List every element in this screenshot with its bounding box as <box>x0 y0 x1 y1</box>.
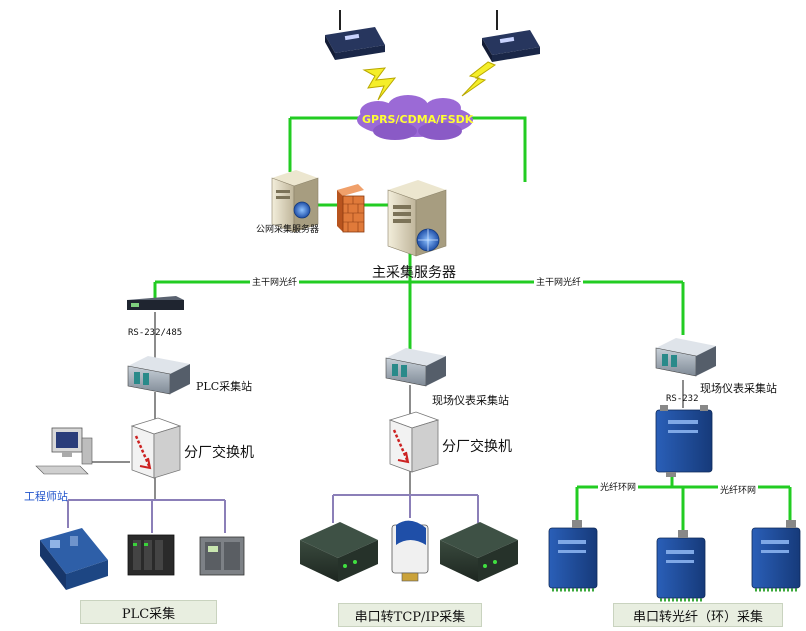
plc-station-label: PLC采集站 <box>196 380 253 393</box>
backbone-left-label: 主干网光纤 <box>250 275 300 288</box>
switch-left-label: 分厂交换机 <box>184 445 254 461</box>
serial-server-device-icon <box>127 296 184 310</box>
cloud-network <box>357 95 473 140</box>
main-server-label: 主采集服务器 <box>372 265 456 281</box>
switch-left-icon <box>130 417 182 479</box>
plc-module-black-icon <box>127 534 175 576</box>
wireless-link-right-icon <box>461 61 497 97</box>
switch-middle-label: 分厂交换机 <box>442 439 512 455</box>
plc-station-icon <box>127 356 190 395</box>
plc-module-gray-icon <box>199 536 245 576</box>
caption-plc: PLC采集 <box>80 600 217 624</box>
backbone-right-label: 主干网光纤 <box>534 275 584 288</box>
cloud-network-label: GPRS/CDMA/FSDK <box>362 113 474 126</box>
public-server-icon <box>271 170 319 233</box>
lan-links <box>67 494 479 533</box>
plc-rack-blue-icon <box>40 528 108 590</box>
firewall-icon <box>337 184 365 233</box>
field-station-middle-icon <box>385 348 446 387</box>
field-station-right-label: 现场仪表采集站 <box>700 382 777 395</box>
switch-middle-icon <box>388 411 440 473</box>
ring-right-label: 光纤环网 <box>718 483 759 496</box>
fiber-converter-top-icon <box>655 405 713 477</box>
engineer-workstation-label: 工程师站 <box>24 490 68 503</box>
engineer-workstation-icon <box>35 427 93 475</box>
fiber-converter-right-icon <box>751 520 801 592</box>
fiber-converter-middle-icon <box>656 530 706 602</box>
main-server-icon <box>387 180 447 257</box>
fiber-converter-left-icon <box>548 520 598 592</box>
serial-tcp-converter-icon <box>391 520 429 582</box>
ring-left-label: 光纤环网 <box>598 480 639 493</box>
gprs-modem-right <box>482 10 540 62</box>
public-server-label: 公网采集服务器 <box>256 225 320 235</box>
serial-tcp-box-right-icon <box>440 522 518 582</box>
field-station-right-icon <box>655 338 716 377</box>
port-label-left: RS-232/485 <box>128 328 183 338</box>
caption-serial-fiber: 串口转光纤（环）采集 <box>613 603 783 627</box>
serial-tcp-box-left-icon <box>300 522 378 582</box>
field-station-middle-label: 现场仪表采集站 <box>432 394 509 407</box>
gprs-modem-left <box>325 10 385 60</box>
port-label-right: RS-232 <box>666 394 699 404</box>
caption-serial-tcp: 串口转TCP/IP采集 <box>338 603 482 627</box>
wireless-link-left-icon <box>362 67 397 101</box>
